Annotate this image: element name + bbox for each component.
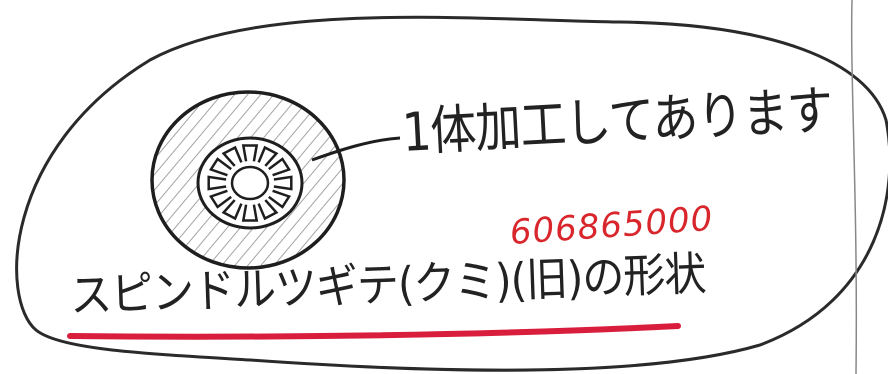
outer-oval-outline [15, 15, 888, 372]
spline-tooth [208, 157, 232, 177]
spline-tooth [241, 144, 259, 162]
spline-tooth [221, 199, 243, 221]
spline-tooth [257, 145, 279, 167]
leader-line [311, 136, 401, 162]
spline-tooth [268, 157, 292, 177]
spline-tooth [273, 175, 293, 191]
spline-tooth [241, 204, 259, 222]
red-underline [67, 323, 681, 340]
spline-tooth [221, 145, 243, 167]
spline-tooth [257, 199, 279, 221]
spline-tooth [268, 189, 292, 209]
ring-outer-outline [150, 90, 346, 270]
spline-tooth [207, 175, 227, 191]
paper-edge-line [850, 0, 858, 374]
spline-tooth [208, 189, 232, 209]
spline-bore [230, 165, 270, 201]
spline-teeth [207, 144, 293, 222]
